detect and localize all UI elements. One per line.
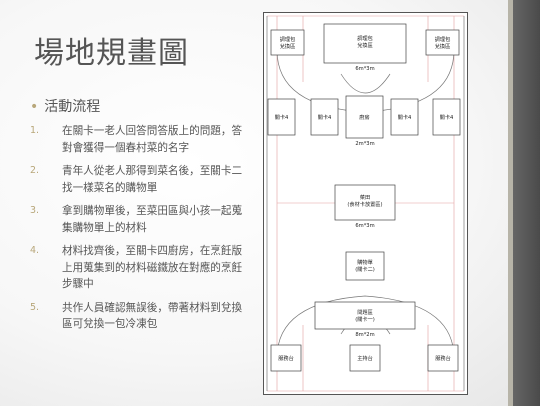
exchange-right-line2: 兌換區 [435, 42, 451, 50]
step-number: 5. [30, 301, 40, 313]
shop-line2: (關卡二) [355, 265, 375, 273]
exchange-right-line1: 調理包 [435, 35, 451, 43]
service-label-right: 服務台 [435, 354, 451, 362]
step-list: 1. 在關卡一老人回答問答版上的問題，答對會獲得一個春村菜的名字 2. 青年人從老人… [30, 123, 248, 340]
step-number: 1. [30, 125, 40, 136]
field-line2: (食材卡放置區) [347, 200, 382, 208]
step-item: 5. 共作人員確認無誤後，帶著材料到兌換區可兌換一包冷凍包 [30, 300, 248, 333]
exchange-area-center [323, 23, 407, 64]
host-desk [349, 344, 381, 372]
dim-quiz: 8m*2m [355, 332, 374, 338]
slide-title: 場地規畫圖 [34, 36, 189, 71]
step-item: 2. 青年人從老人那得到菜名後，至關卡二找一樣菜名的購物單 [30, 163, 248, 196]
service-label-left: 服務台 [278, 354, 294, 362]
quiz-box [314, 301, 416, 330]
step-number: 4. [30, 245, 40, 256]
host-label: 主持台 [357, 354, 373, 362]
section-heading-text: 活動流程 [44, 99, 101, 115]
exchange-area-right [425, 29, 460, 56]
exchange-left-line2: 兌換區 [280, 42, 296, 50]
shop-list-box [345, 251, 385, 281]
exchange-left-line1: 調理包 [280, 35, 296, 43]
dim-kitchen: 2m*3m [355, 141, 374, 147]
service-desk-left [270, 344, 302, 372]
exchange-center-line1: 調理包 [357, 34, 373, 42]
field-line1: 菜田 [360, 193, 370, 201]
kitchen-box [345, 95, 384, 139]
field-box [334, 184, 396, 221]
right-decor-bar [508, 0, 540, 406]
gate4-label-4: 關卡4 [440, 113, 454, 121]
step-number: 2. [30, 165, 40, 176]
kitchen-label: 廚房 [359, 113, 369, 121]
quiz-line1: 問題區 [357, 309, 373, 316]
gate4-box-4 [432, 98, 461, 136]
step-item: 3. 拿到購物單後，至菜田區與小孩一起蒐集購物單上的材料 [30, 203, 248, 236]
step-number: 3. [30, 205, 40, 216]
quiz-line2: (關卡一) [355, 315, 375, 323]
shop-line1: 購物單 [357, 258, 373, 266]
bullet-dot-icon: • [30, 99, 39, 115]
gate4-label-2: 關卡4 [318, 113, 332, 121]
step-text: 青年人從老人那得到菜名後，至關卡二找一樣菜名的購物單 [62, 165, 243, 194]
section-heading: • 活動流程 [30, 96, 100, 116]
step-item: 4. 材料找齊後，至關卡四廚房，在烹飪版上用蒐集到的材料磁鐵放在對應的烹飪步驟中 [30, 243, 248, 293]
step-text: 材料找齊後，至關卡四廚房，在烹飪版上用蒐集到的材料磁鐵放在對應的烹飪步驟中 [62, 245, 243, 290]
gate4-box-1 [267, 98, 296, 136]
step-text: 在關卡一老人回答問答版上的問題，答對會獲得一個春村菜的名字 [62, 125, 243, 154]
gate4-box-3 [390, 98, 419, 136]
dim-top: 6m*3m [355, 66, 374, 72]
exchange-center-line2: 兌換區 [357, 41, 373, 49]
gate4-label-3: 關卡4 [398, 113, 412, 121]
right-accent-stripe [508, 0, 513, 406]
gate4-label-1: 關卡4 [275, 113, 289, 121]
gate4-box-2 [310, 98, 339, 136]
exchange-area-left [270, 29, 305, 56]
step-item: 1. 在關卡一老人回答問答版上的問題，答對會獲得一個春村菜的名字 [30, 123, 248, 156]
dim-field: 6m*3m [355, 223, 374, 229]
step-text: 拿到購物單後，至菜田區與小孩一起蒐集購物單上的材料 [62, 205, 243, 234]
step-text: 共作人員確認無誤後，帶著材料到兌換區可兌換一包冷凍包 [62, 301, 243, 331]
service-desk-right [427, 344, 459, 372]
venue-floor-plan: 調理包 兌換區 調理包 兌換區 調理包 兌換區 6m*3m 關卡4 關卡4 廚房… [263, 12, 468, 395]
